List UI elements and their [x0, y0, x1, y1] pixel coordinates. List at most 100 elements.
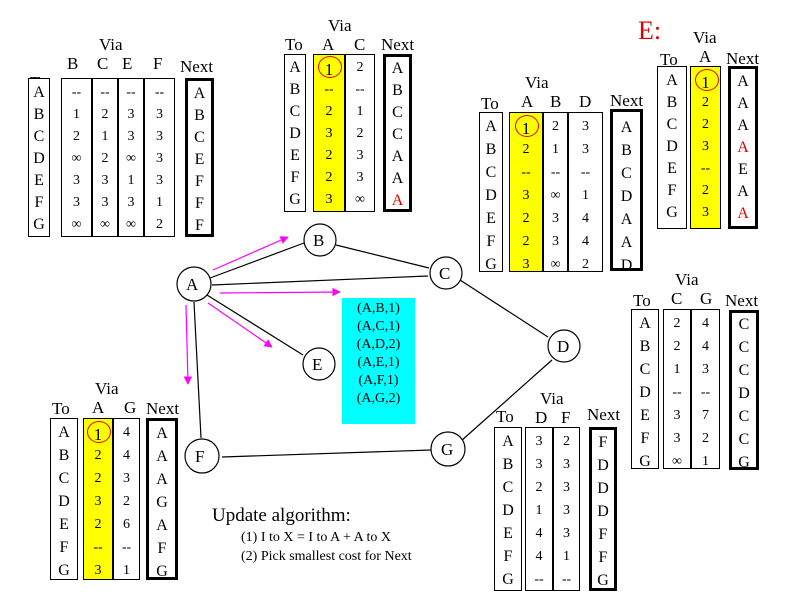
- destination-cell: A: [639, 315, 651, 332]
- cost-cell: --: [100, 85, 110, 100]
- cost-cell: 1: [101, 129, 109, 144]
- cost-cell: 1: [582, 188, 589, 203]
- via-header: B: [550, 92, 562, 111]
- cost-cell: 3: [522, 188, 530, 203]
- cost-cell: ∞: [550, 188, 561, 203]
- first-hop-circle: [515, 115, 539, 137]
- next-hop-cell: B: [392, 82, 403, 99]
- next-hop-cell: C: [392, 126, 403, 143]
- node-b-label: B: [313, 231, 325, 250]
- next-hop-cell: A: [391, 60, 404, 77]
- destination-cell: A: [666, 72, 678, 89]
- cost-cell: 3: [522, 257, 530, 272]
- cost-cell: --: [355, 82, 365, 97]
- next-label: Next: [587, 405, 621, 424]
- destination-cell: C: [666, 116, 678, 133]
- destination-cell: A: [58, 424, 70, 441]
- next-label: Next: [381, 35, 415, 54]
- cost-cell: 4: [535, 526, 543, 541]
- destination-cell: F: [503, 548, 513, 565]
- destination-cell: C: [639, 361, 651, 378]
- via-label: Via: [95, 379, 119, 398]
- cost-cell: --: [700, 385, 711, 400]
- next-hop-cell: D: [597, 480, 609, 497]
- cost-cell: 3: [127, 107, 135, 122]
- via-header: C: [97, 54, 109, 73]
- to-label: To: [285, 35, 303, 54]
- node-b-circle: [303, 223, 337, 257]
- cost-cell: 3: [563, 503, 570, 518]
- cost-cell: ∞: [550, 257, 561, 272]
- cost-cell: 3: [673, 408, 681, 423]
- cost-cell: 3: [582, 142, 589, 157]
- destination-cell: F: [486, 233, 496, 250]
- destination-cell: C: [58, 470, 70, 487]
- edge-f-g: [221, 449, 432, 458]
- destination-cell: B: [485, 141, 497, 158]
- next-label: Next: [726, 49, 760, 68]
- cost-cell: 3: [563, 480, 570, 495]
- next-hop-cell: B: [621, 142, 632, 159]
- cost-cell: 3: [535, 434, 543, 449]
- via-header: A: [92, 398, 105, 417]
- cost-cell: --: [93, 540, 103, 555]
- route-entry: (A,G,2): [356, 391, 401, 406]
- cost-cell: --: [126, 85, 136, 100]
- cost-cell: 3: [156, 151, 163, 166]
- via-header: B: [67, 54, 79, 73]
- destination-cell: E: [59, 516, 69, 533]
- edge-d-g: [460, 359, 553, 442]
- cost-cell: 3: [552, 234, 559, 249]
- via-header: F: [153, 54, 163, 73]
- next-hop-cell: A: [737, 95, 749, 112]
- cost-cell: 2: [702, 95, 709, 110]
- arrow-a-to-e: [207, 302, 273, 348]
- cost-cell: 2: [325, 170, 333, 185]
- route-entry: (A,E,1): [357, 355, 400, 370]
- arrow-a-to-f: [183, 304, 193, 385]
- cost-cell: 2: [522, 142, 530, 157]
- next-hop-cell: F: [195, 217, 204, 234]
- cost-cell: 2: [552, 119, 559, 134]
- cost-cell: 1: [123, 563, 130, 578]
- via-header: E: [122, 54, 133, 73]
- cost-cell: 3: [552, 211, 559, 226]
- update-step-1: (1) I to X = I to A + A to X: [241, 530, 391, 545]
- next-hop-cell: B: [194, 107, 205, 124]
- next-hop-cell: A: [620, 211, 633, 228]
- next-hop-cell: A: [156, 517, 168, 534]
- destination-cell: A: [502, 433, 514, 450]
- next-label: Next: [725, 291, 759, 310]
- to-label: To: [660, 50, 678, 69]
- next-hop-cell: C: [738, 339, 750, 356]
- cost-cell: 1: [156, 195, 163, 210]
- cost-cell: 2: [356, 126, 364, 141]
- cost-cell: 1: [73, 107, 80, 122]
- destination-cell: F: [59, 539, 69, 556]
- edge-a-f: [193, 301, 202, 439]
- destination-cell: F: [667, 182, 677, 199]
- edge-a-c: [211, 275, 429, 286]
- to-label: To: [52, 399, 70, 418]
- next-hop-cell: G: [156, 494, 168, 511]
- cost-cell: 3: [94, 494, 102, 509]
- update-step-2: (2) Pick smallest cost for Next: [241, 549, 412, 564]
- route-entry: (A,F,1): [358, 373, 399, 388]
- route-entry: (A,D,2): [356, 337, 401, 352]
- next-hop-cell: F: [598, 526, 608, 543]
- cost-cell: ∞: [126, 217, 136, 232]
- next-hop-cell: F: [195, 195, 204, 212]
